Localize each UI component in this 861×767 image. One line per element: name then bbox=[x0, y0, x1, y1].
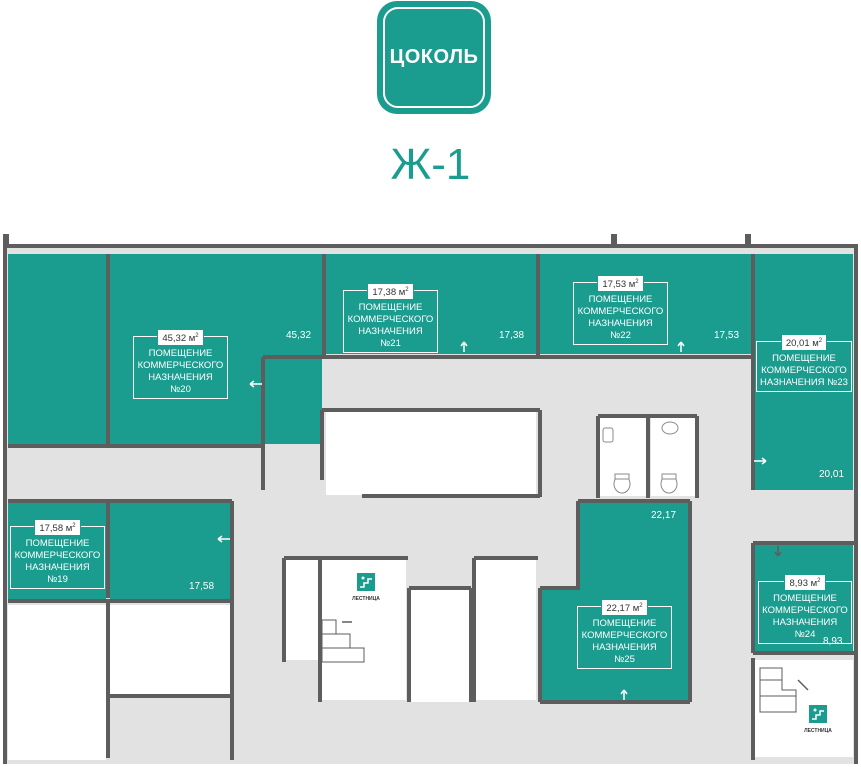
room-22-value: 17,53 bbox=[714, 330, 740, 341]
room-24-value: 8,93 bbox=[823, 636, 843, 647]
room-20-label[interactable]: 45,32 м2 ПОМЕЩЕНИЕ КОММЕРЧЕСКОГО НАЗНАЧЕ… bbox=[133, 329, 228, 400]
room-23-area: 20,01 м2 bbox=[780, 334, 828, 352]
room-19-label[interactable]: 17,58 м2 ПОМЕЩЕНИЕ КОММЕРЧЕСКОГО НАЗНАЧЕ… bbox=[10, 519, 105, 590]
room-20-value: 45,32 bbox=[286, 330, 312, 341]
arrow-icon bbox=[460, 341, 468, 352]
walls bbox=[3, 236, 858, 764]
white-room bbox=[8, 605, 106, 760]
arrow-icon bbox=[249, 380, 262, 388]
staircase-caption: ЛЕСТНИЦА bbox=[352, 596, 380, 602]
sink-icon bbox=[602, 427, 614, 443]
room-23-label[interactable]: 20,01 м2 ПОМЕЩЕНИЕ КОММЕРЧЕСКОГО НАЗНАЧЕ… bbox=[756, 334, 852, 393]
arrow-icon bbox=[217, 535, 230, 543]
arrow-icon bbox=[754, 457, 767, 465]
room-23-value: 20,01 bbox=[819, 469, 845, 480]
room-21-area: 17,38 м2 bbox=[367, 283, 414, 301]
room-20-annex bbox=[8, 254, 106, 444]
white-room bbox=[110, 605, 230, 695]
staircase-caption: ЛЕСТНИЦА bbox=[804, 728, 832, 734]
stair-room bbox=[755, 660, 853, 757]
arrow-icon bbox=[774, 546, 782, 557]
room-25-value: 22,17 bbox=[651, 510, 677, 521]
floor-label: ЦОКОЛЬ bbox=[389, 46, 479, 68]
top-wall-stubs bbox=[3, 234, 751, 248]
white-room bbox=[326, 410, 536, 495]
sink-icon bbox=[661, 421, 679, 435]
room-22-area: 17,53 м2 bbox=[597, 275, 644, 293]
white-room bbox=[476, 560, 536, 700]
staircase-right bbox=[759, 667, 809, 713]
room-21-label[interactable]: 17,38 м2 ПОМЕЩЕНИЕ КОММЕРЧЕСКОГО НАЗНАЧЕ… bbox=[343, 283, 438, 354]
arrow-icon bbox=[677, 341, 685, 352]
room-25-area: 22,17 м2 bbox=[601, 599, 648, 617]
wc-fixtures bbox=[602, 421, 679, 494]
building-label: Ж-1 bbox=[390, 140, 471, 189]
room-19-value: 17,58 bbox=[189, 581, 215, 592]
floor-badge: ЦОКОЛЬ bbox=[377, 1, 491, 114]
room-19-area: 17,58 м2 bbox=[34, 519, 81, 537]
room-21-value: 17,38 bbox=[499, 330, 525, 341]
room-19 bbox=[110, 503, 230, 599]
room-20-area: 45,32 м2 bbox=[157, 329, 204, 347]
staircase-icon bbox=[808, 704, 828, 724]
staircase-icon bbox=[356, 572, 376, 592]
room-25-label[interactable]: 22,17 м2 ПОМЕЩЕНИЕ КОММЕРЧЕСКОГО НАЗНАЧЕ… bbox=[577, 599, 672, 670]
white-room bbox=[286, 560, 318, 660]
white-room bbox=[411, 590, 469, 702]
staircase-left bbox=[321, 619, 365, 663]
room-22-label[interactable]: 17,53 м2 ПОМЕЩЕНИЕ КОММЕРЧЕСКОГО НАЗНАЧЕ… bbox=[573, 275, 668, 346]
room-24-area: 8,93 м2 bbox=[784, 574, 826, 592]
room-24-label[interactable]: 8,93 м2 ПОМЕЩЕНИЕ КОММЕРЧЕСКОГО НАЗНАЧЕН… bbox=[758, 574, 852, 645]
arrow-icon bbox=[620, 689, 628, 700]
entry-arrows bbox=[217, 341, 767, 700]
floor-badge-frame: ЦОКОЛЬ bbox=[383, 7, 485, 108]
